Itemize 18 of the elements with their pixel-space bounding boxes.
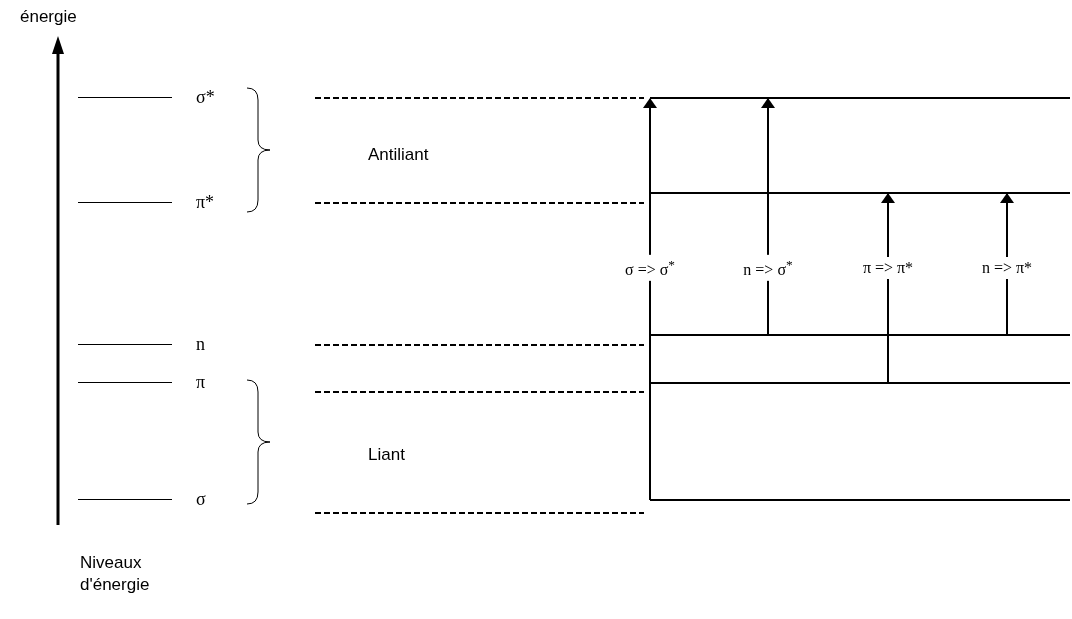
energy-level-line (650, 499, 1070, 501)
energy-level-line (650, 97, 1070, 99)
text-label: Liant (368, 444, 405, 466)
text-label: Niveaux d'énergie (80, 552, 151, 596)
level-label: π* (196, 192, 215, 212)
transition-arrow (881, 193, 895, 384)
level-label: σ (196, 489, 206, 509)
energy-level-line (650, 382, 1070, 384)
transition-arrow (643, 98, 657, 501)
level-label: σ* (196, 87, 215, 107)
energy-level-line (650, 192, 1070, 194)
transition-arrow (761, 98, 775, 336)
level-label: π (196, 372, 206, 392)
text-label: énergie (20, 6, 77, 28)
energy-level-line (650, 334, 1070, 336)
edge-label: σ => σ$^{*}$ (622, 254, 678, 282)
level-label: n (196, 334, 205, 354)
text-label: Antiliant (368, 144, 429, 166)
